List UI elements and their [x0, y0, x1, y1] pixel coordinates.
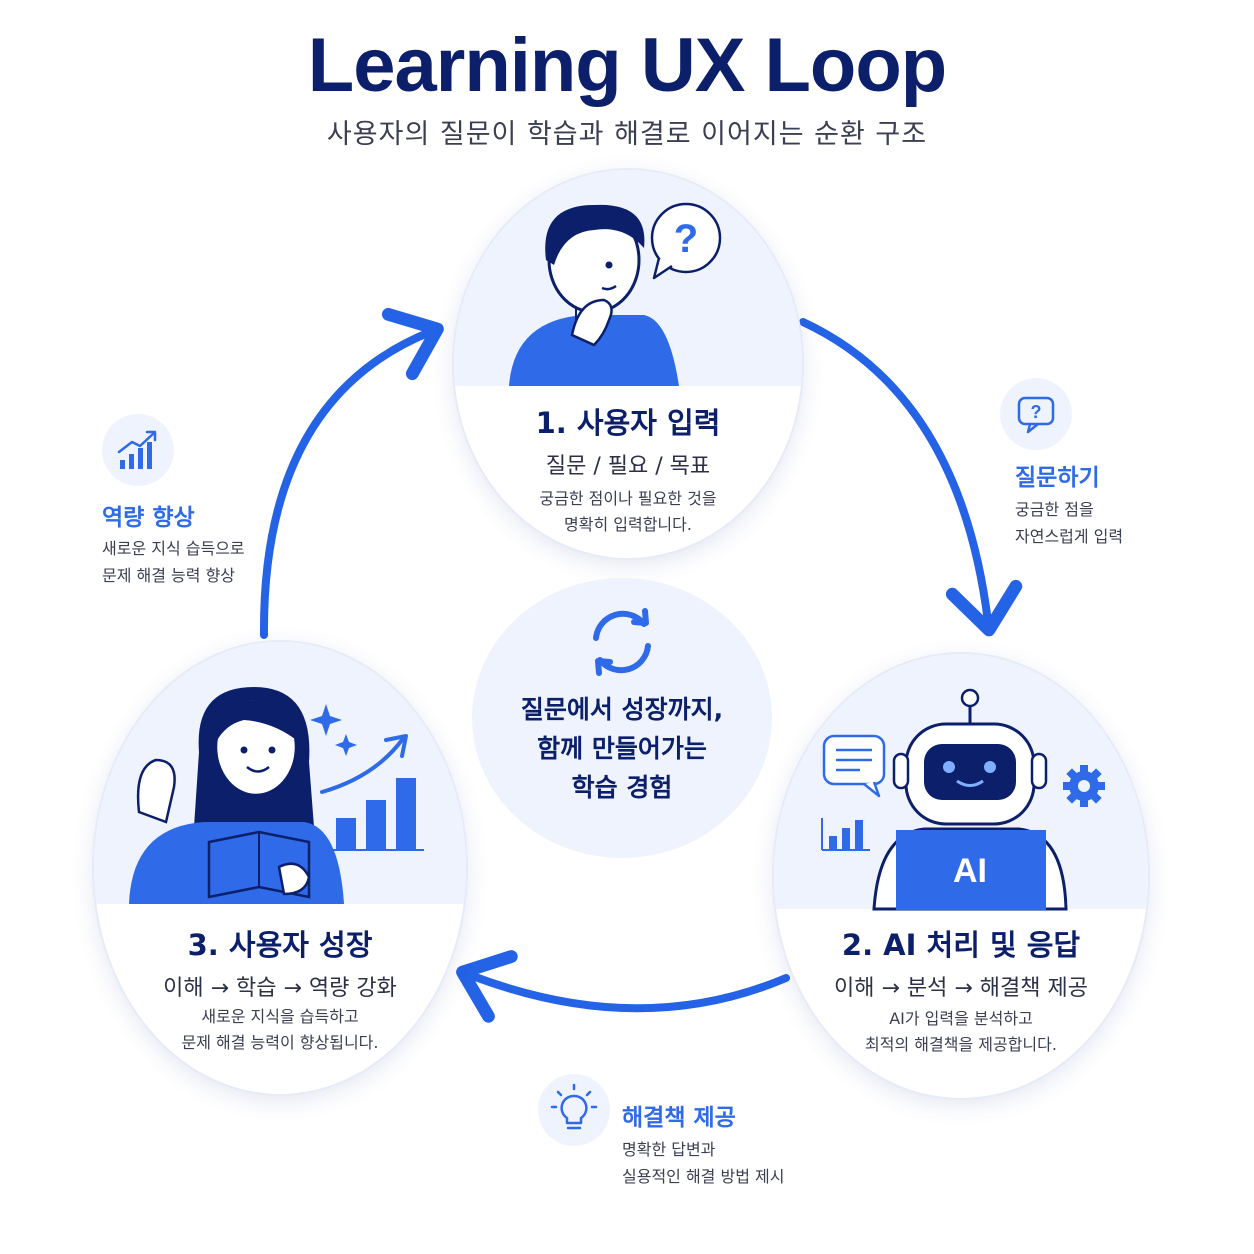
step-1-description: 궁금한 점이나 필요한 것을 명확히 입력합니다. [539, 489, 717, 534]
page-title: Learning UX Loop [307, 23, 947, 108]
side-note-solution-title: 해결책 제공 [622, 1105, 736, 1131]
step-2-title: 2. AI 처리 및 응답 [841, 928, 1081, 962]
step-1-node: ? 1. 사용자 입력 질문 / 필요 / 목표 궁금한 점이나 필요한 것을 … [452, 168, 804, 560]
step-3-title: 3. 사용자 성장 [187, 928, 373, 962]
step-1-keywords: 질문 / 필요 / 목표 [545, 454, 711, 479]
side-note-solution-desc: 명확한 답변과 실용적인 해결 방법 제시 [622, 1140, 785, 1186]
side-note-growth-title: 역량 향상 [102, 505, 195, 531]
ai-badge: AI [953, 852, 987, 890]
reading-person-icon [94, 642, 466, 904]
step-3-node: 3. 사용자 성장 이해 → 학습 → 역량 강화 새로운 지식을 습득하고 문… [92, 640, 468, 1096]
step-2-description: AI가 입력을 분석하고 최적의 해결책을 제공합니다. [865, 1009, 1057, 1054]
question-bubble-icon: ? [1017, 396, 1055, 434]
step-2-node: AI 2. AI 처리 및 응답 이해 → 분석 → 해결책 제공 AI가 입력… [772, 652, 1150, 1100]
arrow-input-to-ai [799, 318, 1023, 637]
arrow-growth-to-input [259, 307, 444, 639]
growth-chart-icon [117, 430, 157, 469]
svg-text:?: ? [674, 217, 698, 261]
page-subtitle: 사용자의 질문이 학습과 해결로 이어지는 순환 구조 [326, 119, 928, 150]
refresh-icon [593, 608, 651, 676]
side-note-question-title: 질문하기 [1015, 465, 1100, 491]
step-3-keywords: 이해 → 학습 → 역량 강화 [163, 976, 397, 1001]
thinking-person-icon: ? [454, 170, 802, 386]
center-text: 질문에서 성장까지, 함께 만들어가는 학습 경험 [520, 695, 724, 802]
ai-robot-icon: AI [774, 654, 1148, 911]
side-note-question-desc: 궁금한 점을 자연스럽게 입력 [1015, 500, 1124, 546]
step-1-title: 1. 사용자 입력 [535, 406, 721, 440]
svg-text:?: ? [1031, 402, 1042, 422]
lightbulb-icon [550, 1083, 598, 1130]
side-note-question-icon-wrap: ? [1000, 378, 1072, 450]
arrow-ai-to-growth [456, 950, 790, 1023]
step-3-description: 새로운 지식을 습득하고 문제 해결 능력이 향상됩니다. [181, 1007, 379, 1052]
step-2-keywords: 이해 → 분석 → 해결책 제공 [834, 976, 1088, 1001]
side-note-growth-icon-wrap [102, 414, 174, 486]
side-note-growth-desc: 새로운 지식 습득으로 문제 해결 능력 향상 [102, 539, 245, 585]
side-note-solution-icon-wrap [538, 1074, 610, 1146]
center-message: 질문에서 성장까지, 함께 만들어가는 학습 경험 [472, 578, 772, 858]
